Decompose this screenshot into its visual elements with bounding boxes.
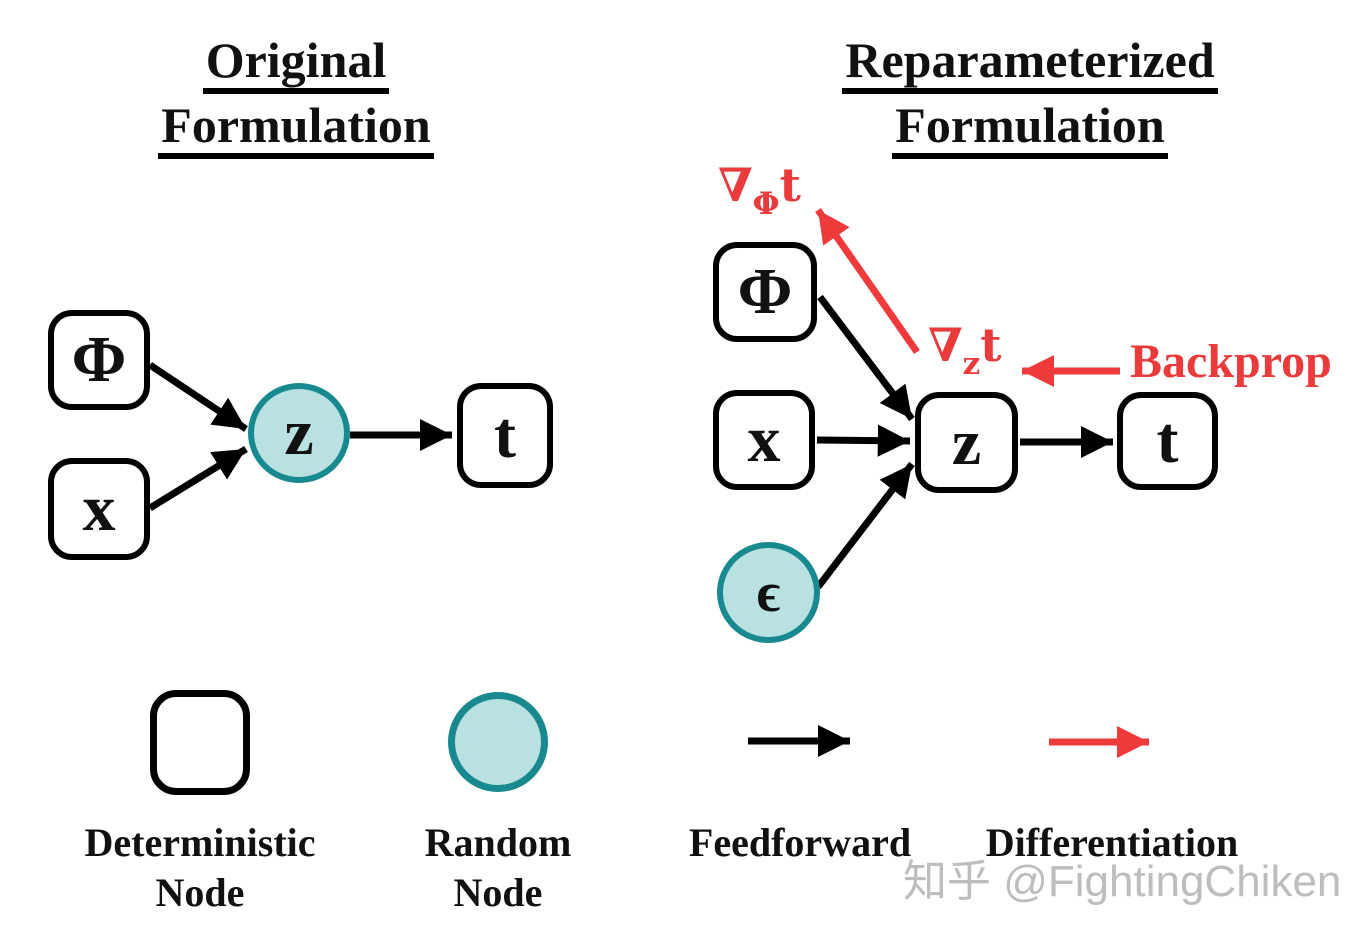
- node-epsilon-random: ϵ: [717, 542, 820, 643]
- node-z-original-random: z: [248, 383, 350, 483]
- title-reparameterized: Reparameterized Formulation: [780, 32, 1280, 162]
- title-original-line2: Formulation: [158, 97, 434, 159]
- title-reparameterized-line1: Reparameterized: [842, 32, 1218, 94]
- node-x-reparameterized-label: x: [747, 403, 781, 476]
- node-x-reparameterized: x: [713, 390, 815, 490]
- node-t-reparameterized-label: t: [1156, 404, 1179, 477]
- legend-random-label: Random Node: [338, 818, 658, 918]
- node-phi-reparameterized: Φ: [713, 242, 817, 342]
- node-z-reparameterized: z: [915, 392, 1018, 493]
- legend-differentiation-label: Differentiation: [985, 820, 1239, 865]
- legend-deterministic-line1: Deterministic: [84, 820, 316, 865]
- node-phi-original-label: Φ: [71, 323, 127, 396]
- node-t-original-label: t: [494, 398, 516, 472]
- title-reparameterized-line2: Formulation: [892, 97, 1168, 159]
- legend-deterministic-line2: Node: [155, 870, 245, 915]
- edge-rep-epsilon-to-z: [815, 461, 915, 590]
- watermark: 知乎 @FightingChiken: [903, 857, 1342, 906]
- node-phi-reparameterized-label: Φ: [737, 255, 793, 328]
- node-z-original-label: z: [284, 396, 314, 469]
- edge-original-phi-to-z: [148, 362, 248, 432]
- grad-z-subscript: z: [962, 346, 981, 382]
- nabla-symbol: ∇: [928, 318, 963, 372]
- grad-phi-t-label: ∇Φt: [718, 158, 801, 222]
- legend-feedforward-label: Feedforward: [688, 820, 912, 865]
- node-phi-original: Φ: [48, 310, 150, 410]
- grad-phi-subscript: Φ: [752, 186, 780, 222]
- edge-original-x-to-z: [148, 446, 248, 511]
- title-original-line1: Original: [202, 32, 390, 94]
- node-epsilon-label: ϵ: [756, 561, 781, 624]
- node-t-reparameterized: t: [1117, 392, 1218, 490]
- node-t-original: t: [457, 383, 553, 488]
- legend-random-line2: Node: [453, 870, 543, 915]
- edge-gradient-diagonal: [815, 207, 920, 355]
- title-original: Original Formulation: [46, 32, 546, 162]
- edge-rep-x-to-z: [816, 424, 911, 457]
- grad-phi-arg: t: [779, 158, 801, 212]
- grad-z-t-label: ∇zt: [928, 318, 1002, 382]
- legend-random-line1: Random: [424, 820, 572, 865]
- nabla-symbol: ∇: [718, 158, 753, 212]
- node-x-original: x: [48, 458, 150, 560]
- legend-deterministic-label: Deterministic Node: [40, 818, 360, 918]
- grad-z-arg: t: [980, 318, 1002, 372]
- node-z-reparameterized-label: z: [951, 405, 982, 479]
- edge-rep-phi-to-z: [817, 294, 915, 422]
- node-x-original-label: x: [82, 472, 116, 545]
- legend-random-shape: [448, 692, 548, 792]
- backprop-label: Backprop: [1130, 335, 1332, 388]
- legend-deterministic-shape: [150, 690, 250, 795]
